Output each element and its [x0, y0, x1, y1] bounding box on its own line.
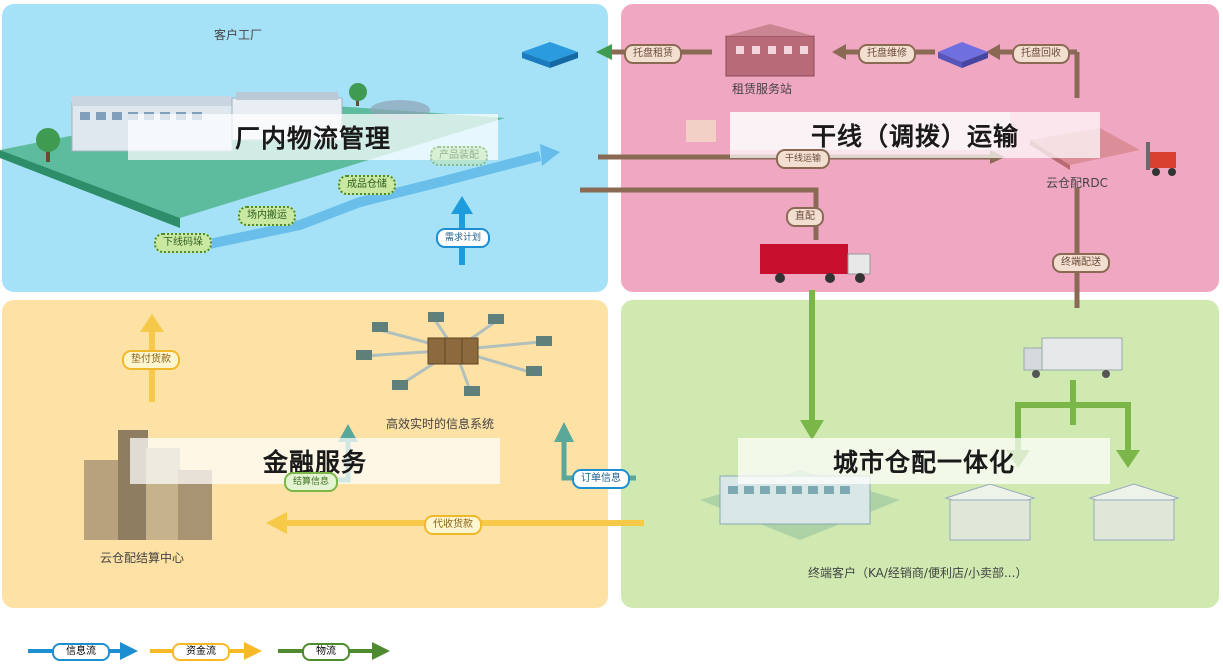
- pallet-rent-pill: 托盘租赁: [624, 44, 682, 64]
- step-palletizing: 下线码垛: [154, 233, 212, 253]
- step-yard-handling: 场内搬运: [238, 206, 296, 226]
- factory-process-arrow: [188, 151, 542, 253]
- direct-delivery-line: [580, 187, 819, 240]
- delivery-truck-icon: [1023, 337, 1123, 378]
- legend-money-flow: 资金流: [172, 643, 230, 661]
- settlement-center-label: 云仓配结算中心: [100, 551, 185, 565]
- pallet-repair-pill: 托盘维修: [858, 44, 916, 64]
- legend-info-flow: 信息流: [52, 643, 110, 661]
- red-truck-icon: [760, 244, 871, 283]
- pallet-purple-icon: [938, 42, 988, 68]
- info-system-network-icon: [356, 312, 552, 396]
- trunk-transport-pill: 干线运输: [776, 149, 831, 169]
- direct-delivery-pill: 直配: [786, 207, 824, 227]
- collection-pill: 代收货款: [424, 515, 482, 535]
- city-building-icon: [700, 470, 900, 540]
- step-product-assembly: 产品装配: [430, 146, 488, 166]
- pallet-recycle-pill: 托盘回收: [1012, 44, 1070, 64]
- terminal-delivery-pill: 终端配送: [1052, 253, 1110, 273]
- order-info-pill: 订单信息: [572, 469, 630, 489]
- city-title: 城市仓配一体化: [738, 438, 1110, 484]
- rdc-label: 云仓配RDC: [1046, 176, 1108, 190]
- terminal-customers-label: 终端客户（KA/经销商/便利店/小卖部...）: [808, 566, 1028, 580]
- factory-ground-edge: [0, 150, 180, 228]
- advance-payment-pill: 垫付货款: [122, 350, 180, 370]
- info-system-label: 高效实时的信息系统: [386, 417, 495, 431]
- demand-plan-pill: 需求计划: [436, 228, 491, 248]
- step-finished-storage: 成品仓储: [338, 175, 396, 195]
- factory-caption: 客户工厂: [214, 28, 263, 42]
- settlement-info-pill: 结算信息: [284, 472, 339, 492]
- forklift-icon: [1146, 142, 1176, 176]
- store-icon-1: [944, 483, 1036, 541]
- rental-station-label: 租赁服务站: [732, 82, 793, 96]
- store-icon-2: [1088, 483, 1180, 541]
- pallet-blue-icon: [522, 42, 578, 68]
- rental-station-icon: [725, 24, 815, 77]
- legend-goods-flow: 物流: [302, 643, 350, 661]
- tree-icon: [36, 83, 367, 162]
